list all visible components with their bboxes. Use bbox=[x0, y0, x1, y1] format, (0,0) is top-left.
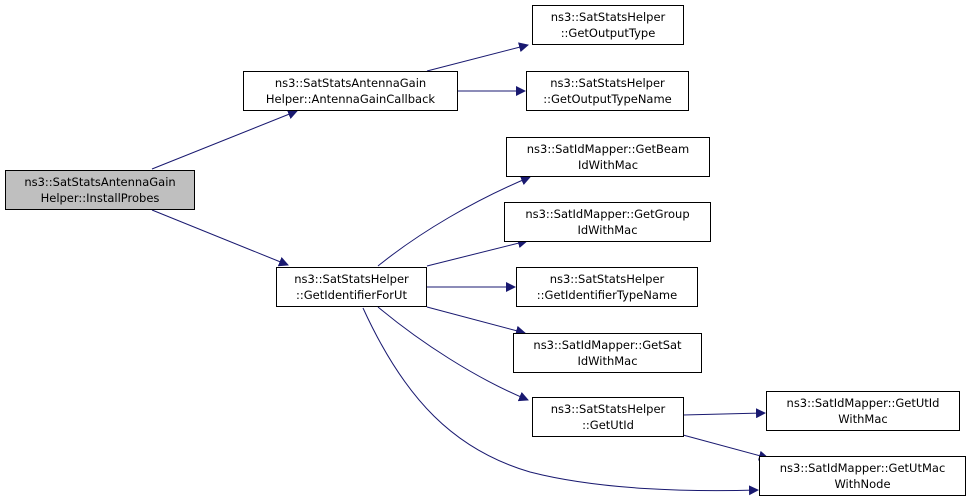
node-get-ut-id-with-mac-line2: WithMac bbox=[838, 412, 888, 426]
node-get-ut-mac-with-node-line2: WithNode bbox=[834, 477, 891, 491]
node-get-identifier-type-name[interactable]: ns3::SatStatsHelper ::GetIdentifierTypeN… bbox=[516, 267, 698, 307]
edge-getutid-getutidwithmac bbox=[682, 408, 766, 419]
node-get-beam-id-with-mac-line2: IdWithMac bbox=[577, 158, 639, 172]
node-get-group-id-with-mac-line2: IdWithMac bbox=[577, 223, 638, 237]
node-install-probes-line1: ns3::SatStatsAntennaGain bbox=[24, 175, 176, 189]
node-get-output-type-name-line2: ::GetOutputTypeName bbox=[543, 92, 672, 106]
edge-getutid-getutmacwithnode bbox=[682, 434, 769, 461]
edge-getidentifierforut-getgroupidwithmac bbox=[426, 238, 528, 267]
node-get-sat-id-with-mac-line1: ns3::SatIdMapper::GetSat bbox=[533, 338, 682, 352]
node-install-probes[interactable]: ns3::SatStatsAntennaGain Helper::Install… bbox=[5, 170, 195, 210]
edge-installprobes-antennagaincallback bbox=[151, 109, 298, 170]
node-get-ut-id-line2: ::GetUtId bbox=[582, 418, 634, 432]
node-get-beam-id-with-mac[interactable]: ns3::SatIdMapper::GetBeam IdWithMac bbox=[506, 137, 710, 177]
node-get-beam-id-with-mac-line1: ns3::SatIdMapper::GetBeam bbox=[526, 142, 690, 156]
node-get-sat-id-with-mac[interactable]: ns3::SatIdMapper::GetSat IdWithMac bbox=[513, 333, 702, 373]
node-install-probes-line2: Helper::InstallProbes bbox=[40, 191, 160, 205]
edge-getidentifierforut-getsatidwithmac bbox=[426, 306, 526, 336]
edge-antennagaincallback-getoutputtype bbox=[426, 42, 529, 72]
node-get-identifier-type-name-line1: ns3::SatStatsHelper bbox=[549, 272, 665, 286]
edge-getidentifierforut-getbeamidwithmac bbox=[377, 175, 531, 267]
node-antenna-gain-callback-line2: Helper::AntennaGainCallback bbox=[265, 92, 436, 106]
node-get-ut-mac-with-node[interactable]: ns3::SatIdMapper::GetUtMac WithNode bbox=[759, 456, 966, 496]
node-get-output-type-name-line1: ns3::SatStatsHelper bbox=[550, 76, 665, 90]
edge-getidentifierforut-getutid bbox=[377, 306, 529, 402]
node-get-ut-id-line1: ns3::SatStatsHelper bbox=[550, 402, 666, 416]
node-get-identifier-for-ut-line2: ::GetIdentifierForUt bbox=[296, 288, 407, 302]
node-get-identifier-for-ut-line1: ns3::SatStatsHelper bbox=[294, 272, 409, 286]
node-get-identifier-for-ut[interactable]: ns3::SatStatsHelper ::GetIdentifierForUt bbox=[276, 267, 427, 307]
node-get-group-id-with-mac[interactable]: ns3::SatIdMapper::GetGroup IdWithMac bbox=[504, 202, 711, 242]
node-get-output-type-line1: ns3::SatStatsHelper bbox=[550, 10, 666, 24]
node-get-ut-id-with-mac[interactable]: ns3::SatIdMapper::GetUtId WithMac bbox=[766, 391, 960, 431]
node-antenna-gain-callback[interactable]: ns3::SatStatsAntennaGain Helper::Antenna… bbox=[243, 71, 458, 111]
node-get-identifier-type-name-line2: ::GetIdentifierTypeName bbox=[536, 288, 678, 302]
node-antenna-gain-callback-line1: ns3::SatStatsAntennaGain bbox=[274, 76, 427, 90]
node-get-ut-id-with-mac-line1: ns3::SatIdMapper::GetUtId bbox=[786, 396, 940, 410]
node-get-output-type[interactable]: ns3::SatStatsHelper ::GetOutputType bbox=[532, 5, 684, 45]
edge-installprobes-getidentifierforut bbox=[151, 209, 289, 267]
node-get-output-type-line2: ::GetOutputType bbox=[560, 26, 656, 40]
edge-getidentifierforut-getutmacwithnode bbox=[362, 307, 759, 496]
node-get-ut-id[interactable]: ns3::SatStatsHelper ::GetUtId bbox=[532, 397, 684, 437]
node-get-ut-mac-with-node-line1: ns3::SatIdMapper::GetUtMac bbox=[779, 461, 946, 475]
node-get-output-type-name[interactable]: ns3::SatStatsHelper ::GetOutputTypeName bbox=[526, 71, 689, 111]
node-get-group-id-with-mac-line1: ns3::SatIdMapper::GetGroup bbox=[525, 207, 690, 221]
node-get-sat-id-with-mac-line2: IdWithMac bbox=[577, 354, 638, 368]
